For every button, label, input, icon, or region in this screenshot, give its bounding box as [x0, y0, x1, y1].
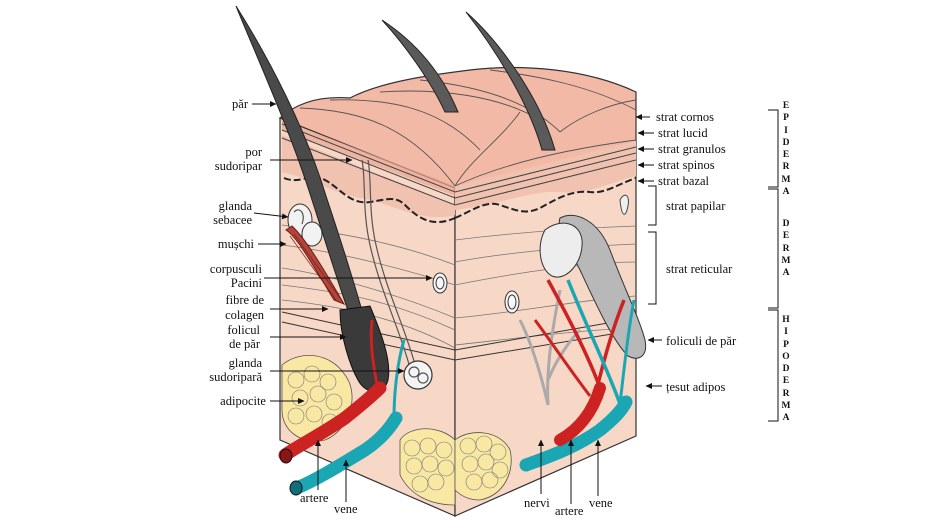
- adipocyte-cells: [287, 365, 509, 493]
- label-glanda-sudoripara-1: glanda: [228, 356, 262, 370]
- pacinian-corpuscle: [432, 272, 520, 314]
- label-de-par: de păr: [229, 337, 260, 351]
- label-tesut-adipos: țesut adipos: [666, 380, 726, 394]
- label-colagen: colagen: [225, 308, 264, 322]
- label-par: păr: [232, 97, 248, 111]
- label-derma: D E R M A: [781, 219, 791, 279]
- bottom-pointers: [315, 439, 601, 504]
- right-pointers: [635, 114, 662, 389]
- label-pacini: Pacini: [230, 276, 262, 290]
- label-foliculi-de-par: foliculi de păr: [666, 334, 737, 348]
- label-hipoderma: H I P O D E R M A: [781, 315, 791, 424]
- basal-line: [283, 176, 637, 224]
- right-follicle: [539, 194, 647, 359]
- label-vene-right: vene: [589, 496, 613, 510]
- label-sudoripar: sudoripar: [214, 159, 262, 173]
- label-sebacee: sebacee: [213, 213, 252, 227]
- label-artere-right: artere: [555, 504, 584, 518]
- label-muschi: mușchi: [217, 237, 254, 251]
- left-pointers: [252, 101, 433, 404]
- label-strat-bazal: strat bazal: [658, 174, 710, 188]
- label-strat-cornos: strat cornos: [656, 110, 714, 124]
- label-corpusculi: corpusculi: [209, 262, 262, 276]
- label-folicul: folicul: [227, 323, 260, 337]
- label-strat-lucid: strat lucid: [658, 126, 708, 140]
- label-glanda: glanda: [218, 199, 252, 213]
- sweat-gland-left: [361, 159, 433, 390]
- hypoderma-boundary: [281, 311, 637, 361]
- label-strat-spinos: strat spinos: [658, 158, 715, 172]
- blood-vessels-left: [278, 319, 406, 496]
- blood-vessels-right: [519, 279, 636, 472]
- label-fibre-de: fibre de: [225, 293, 264, 307]
- label-sudoripara: sudoripară: [209, 370, 262, 384]
- hairs: [235, 5, 556, 393]
- label-strat-reticular: strat reticular: [666, 262, 733, 276]
- label-nervi: nervi: [524, 496, 550, 510]
- arrector-muscle: [285, 225, 346, 306]
- label-vene-left: vene: [334, 502, 358, 516]
- label-strat-papilar: strat papilar: [666, 199, 726, 213]
- label-strat-granulos: strat granulos: [658, 142, 726, 156]
- label-por: por: [245, 145, 262, 159]
- label-epiderma: E P I D E R M A: [781, 101, 791, 198]
- layer-brackets: [648, 109, 779, 422]
- surface-lines: [299, 69, 637, 187]
- label-adipocite: adipocite: [220, 394, 266, 408]
- label-artere-left: artere: [300, 491, 329, 505]
